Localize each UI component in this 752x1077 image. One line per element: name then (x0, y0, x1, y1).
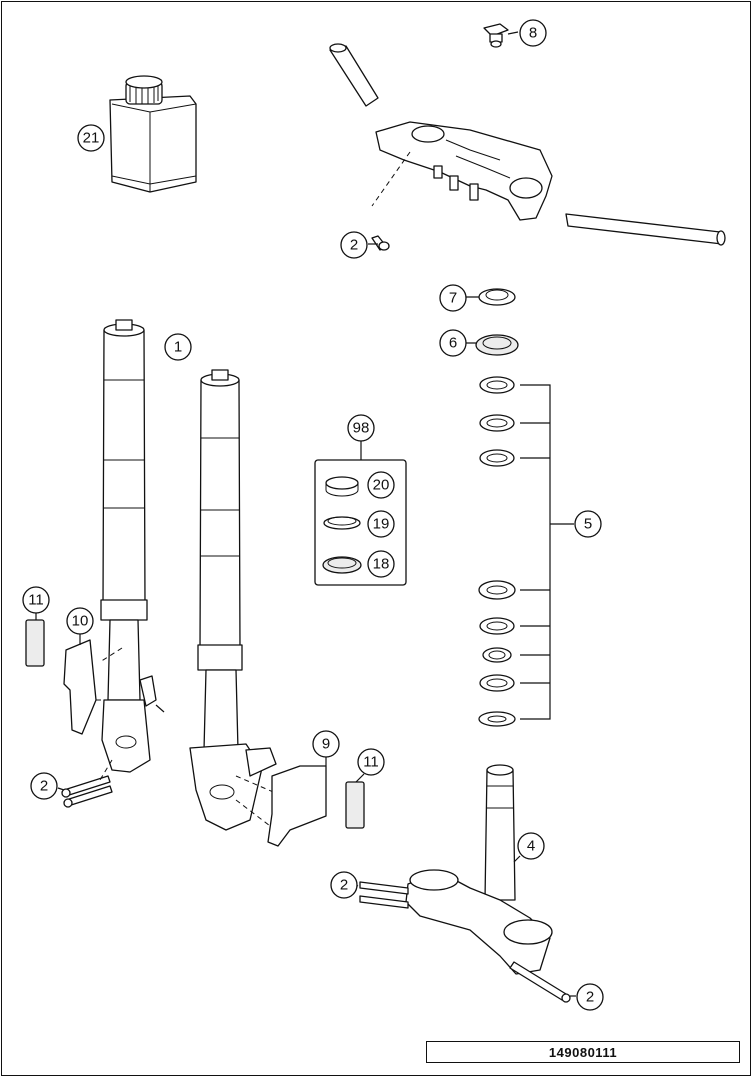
svg-text:4: 4 (527, 838, 535, 855)
svg-text:21: 21 (83, 130, 100, 147)
svg-text:1: 1 (174, 339, 182, 356)
svg-text:11: 11 (28, 592, 44, 609)
callout-9: 9 (312, 730, 340, 758)
bolt-2-top (371, 235, 390, 251)
callout-11-left: 11 (22, 586, 50, 614)
pad-11-right (345, 781, 365, 829)
fork-leg-left (100, 319, 157, 773)
callout-5: 5 (574, 510, 602, 538)
svg-text:2: 2 (350, 237, 358, 254)
svg-text:98: 98 (353, 420, 370, 437)
callout-21: 21 (77, 124, 105, 152)
diagram-id-label: 149080111 (426, 1041, 740, 1063)
callout-11-right: 11 (357, 748, 385, 776)
bracket-9 (267, 765, 327, 847)
guide-lines (99, 647, 123, 781)
pad-11-left (25, 619, 45, 667)
svg-text:19: 19 (373, 516, 390, 533)
callout-18: 18 (367, 550, 395, 578)
callout-1: 1 (164, 333, 192, 361)
svg-text:8: 8 (529, 25, 537, 42)
callout-7: 7 (439, 284, 467, 312)
callout-20: 20 (367, 471, 395, 499)
callout-4: 4 (517, 832, 545, 860)
lower-triple-clamp (359, 764, 571, 1003)
callout-2-bottom: 2 (576, 983, 604, 1011)
svg-text:20: 20 (373, 477, 390, 494)
svg-text:5: 5 (584, 516, 592, 533)
callout-2-left: 2 (30, 772, 58, 800)
svg-text:7: 7 (449, 290, 457, 307)
svg-text:2: 2 (340, 877, 348, 894)
callout-10: 10 (66, 607, 94, 635)
svg-text:18: 18 (373, 556, 390, 573)
bolt-8 (483, 23, 509, 48)
svg-text:10: 10 (72, 613, 89, 630)
svg-text:2: 2 (40, 778, 48, 795)
callout-6: 6 (439, 329, 467, 357)
bracket-10 (63, 639, 120, 735)
svg-text:6: 6 (449, 335, 457, 352)
svg-text:9: 9 (322, 736, 330, 753)
callout-98: 98 (347, 414, 375, 442)
callout-2-top: 2 (340, 231, 368, 259)
bolts-2-left (61, 775, 113, 808)
callout-2-mid: 2 (330, 871, 358, 899)
fork-oil-bottle (109, 75, 197, 193)
callout-19: 19 (367, 510, 395, 538)
upper-triple-clamp (329, 43, 726, 246)
fork-leg-right (189, 369, 307, 833)
svg-text:2: 2 (586, 989, 594, 1006)
bearing-stack (466, 288, 574, 727)
svg-text:11: 11 (363, 754, 379, 771)
callout-8: 8 (519, 19, 547, 47)
